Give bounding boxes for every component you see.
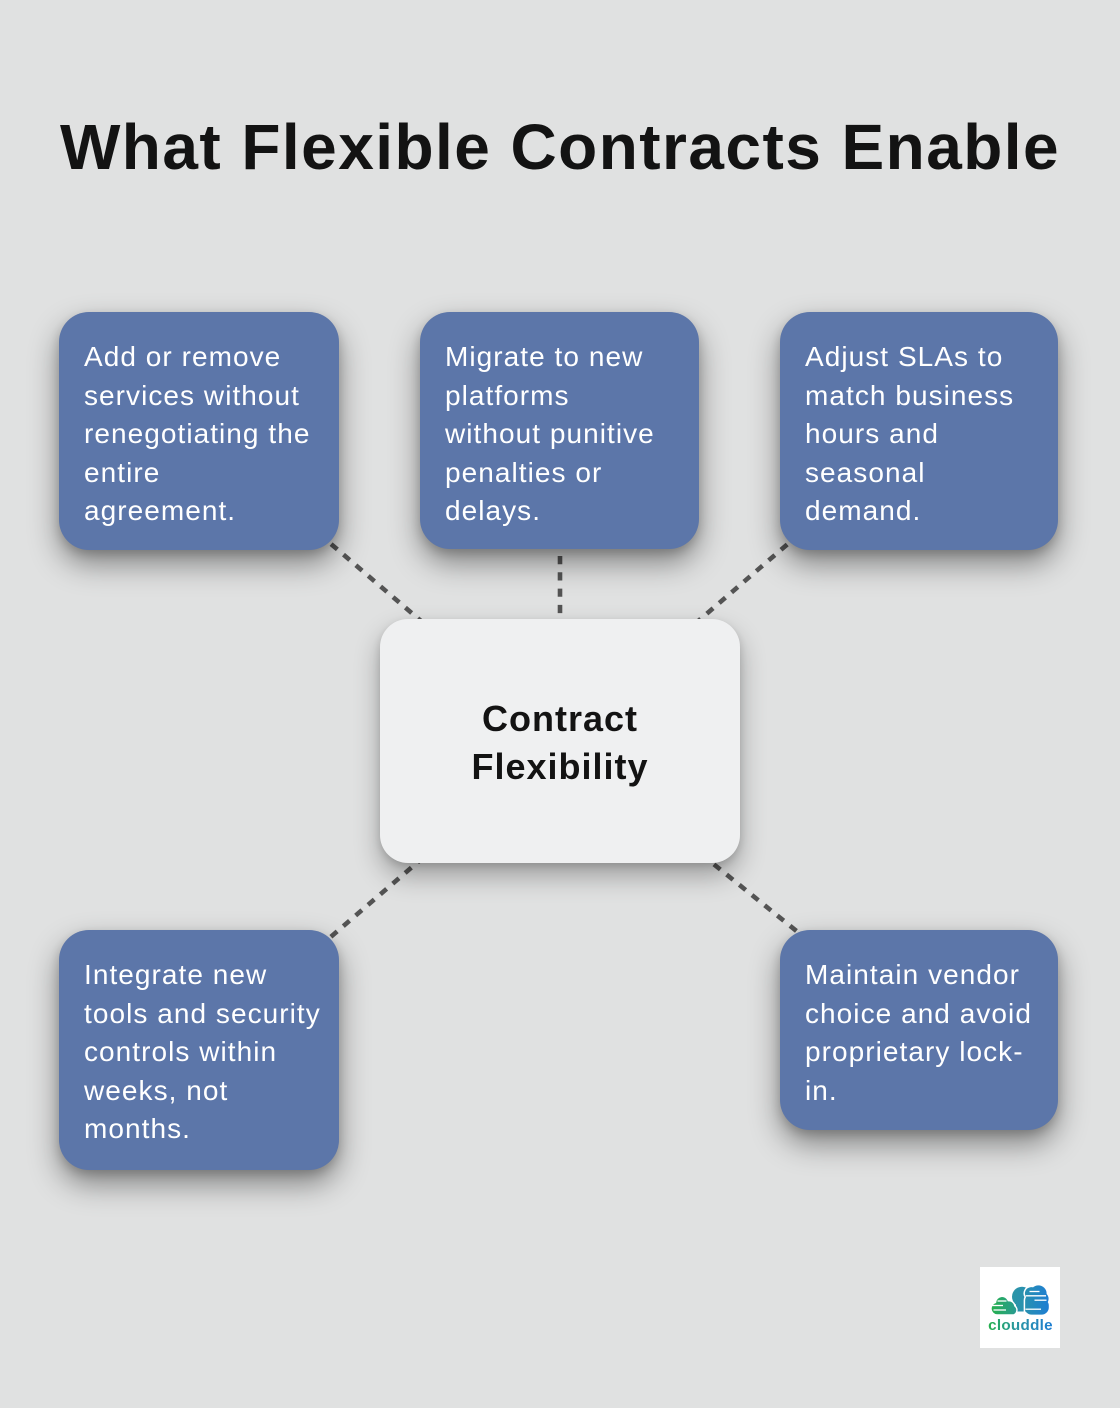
svg-text:clouddle: clouddle: [988, 1317, 1053, 1334]
